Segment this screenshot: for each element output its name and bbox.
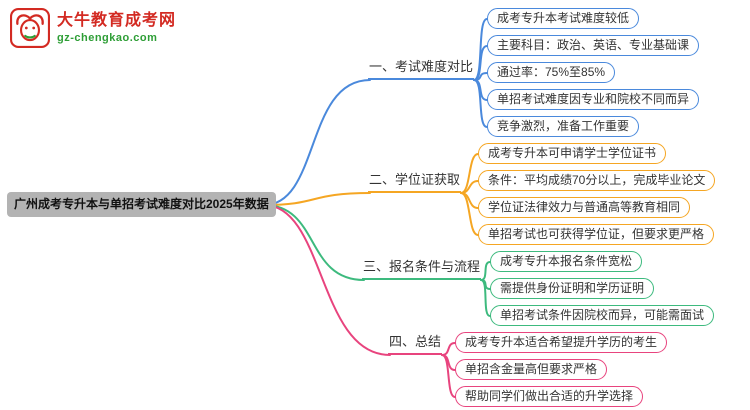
mindmap-leaf: 主要科目：政治、英语、专业基础课 — [487, 35, 700, 56]
branch-label-4: 四、总结 — [388, 334, 442, 355]
mindmap-leaf: 单招考试也可获得学位证，但要求更严格 — [478, 224, 715, 245]
logo-text-block: 大牛教育成考网 gz-chengkao.com — [57, 11, 176, 45]
mindmap-leaf: 成考专升本适合希望提升学历的考生 — [455, 332, 668, 353]
branch-label-3: 三、报名条件与流程 — [362, 259, 481, 280]
logo-title: 大牛教育成考网 — [57, 12, 177, 29]
site-logo[interactable]: 大牛教育成考网 gz-chengkao.com — [10, 8, 176, 48]
branch-label-2: 二、学位证获取 — [368, 172, 461, 193]
mindmap-leaf: 单招考试条件因院校而异，可能需面试 — [490, 305, 715, 326]
mindmap-leaf: 单招含金量高但要求严格 — [455, 359, 608, 380]
branch1-connectors — [263, 18, 488, 206]
mindmap-leaf: 学位证法律效力与普通高等教育相同 — [478, 197, 691, 218]
root-node: 广州成考专升本与单招考试难度对比2025年数据 — [7, 192, 276, 217]
branch2-connectors — [263, 153, 479, 236]
logo-domain: gz-chengkao.com — [57, 32, 158, 44]
bull-logo-icon — [10, 8, 50, 48]
branch-label-1: 一、考试难度对比 — [368, 59, 474, 80]
mindmap-leaf: 帮助同学们做出合适的升学选择 — [455, 386, 644, 407]
mindmap-leaf: 需提供身份证明和学历证明 — [490, 278, 655, 299]
mindmap-leaf: 成考专升本可申请学士学位证书 — [478, 143, 667, 164]
mindmap-leaf: 成考专升本报名条件宽松 — [490, 251, 643, 272]
mindmap-leaf: 通过率：75%至85% — [487, 62, 616, 83]
branch3-connectors — [263, 204, 491, 317]
mindmap-leaf: 单招考试难度因专业和院校不同而异 — [487, 89, 700, 110]
mindmap-leaf: 成考专升本考试难度较低 — [487, 8, 640, 29]
branch4-connectors — [263, 204, 456, 398]
mindmap-leaf: 条件：平均成绩70分以上，完成毕业论文 — [478, 170, 716, 191]
mindmap-leaf: 竞争激烈，准备工作重要 — [487, 116, 640, 137]
